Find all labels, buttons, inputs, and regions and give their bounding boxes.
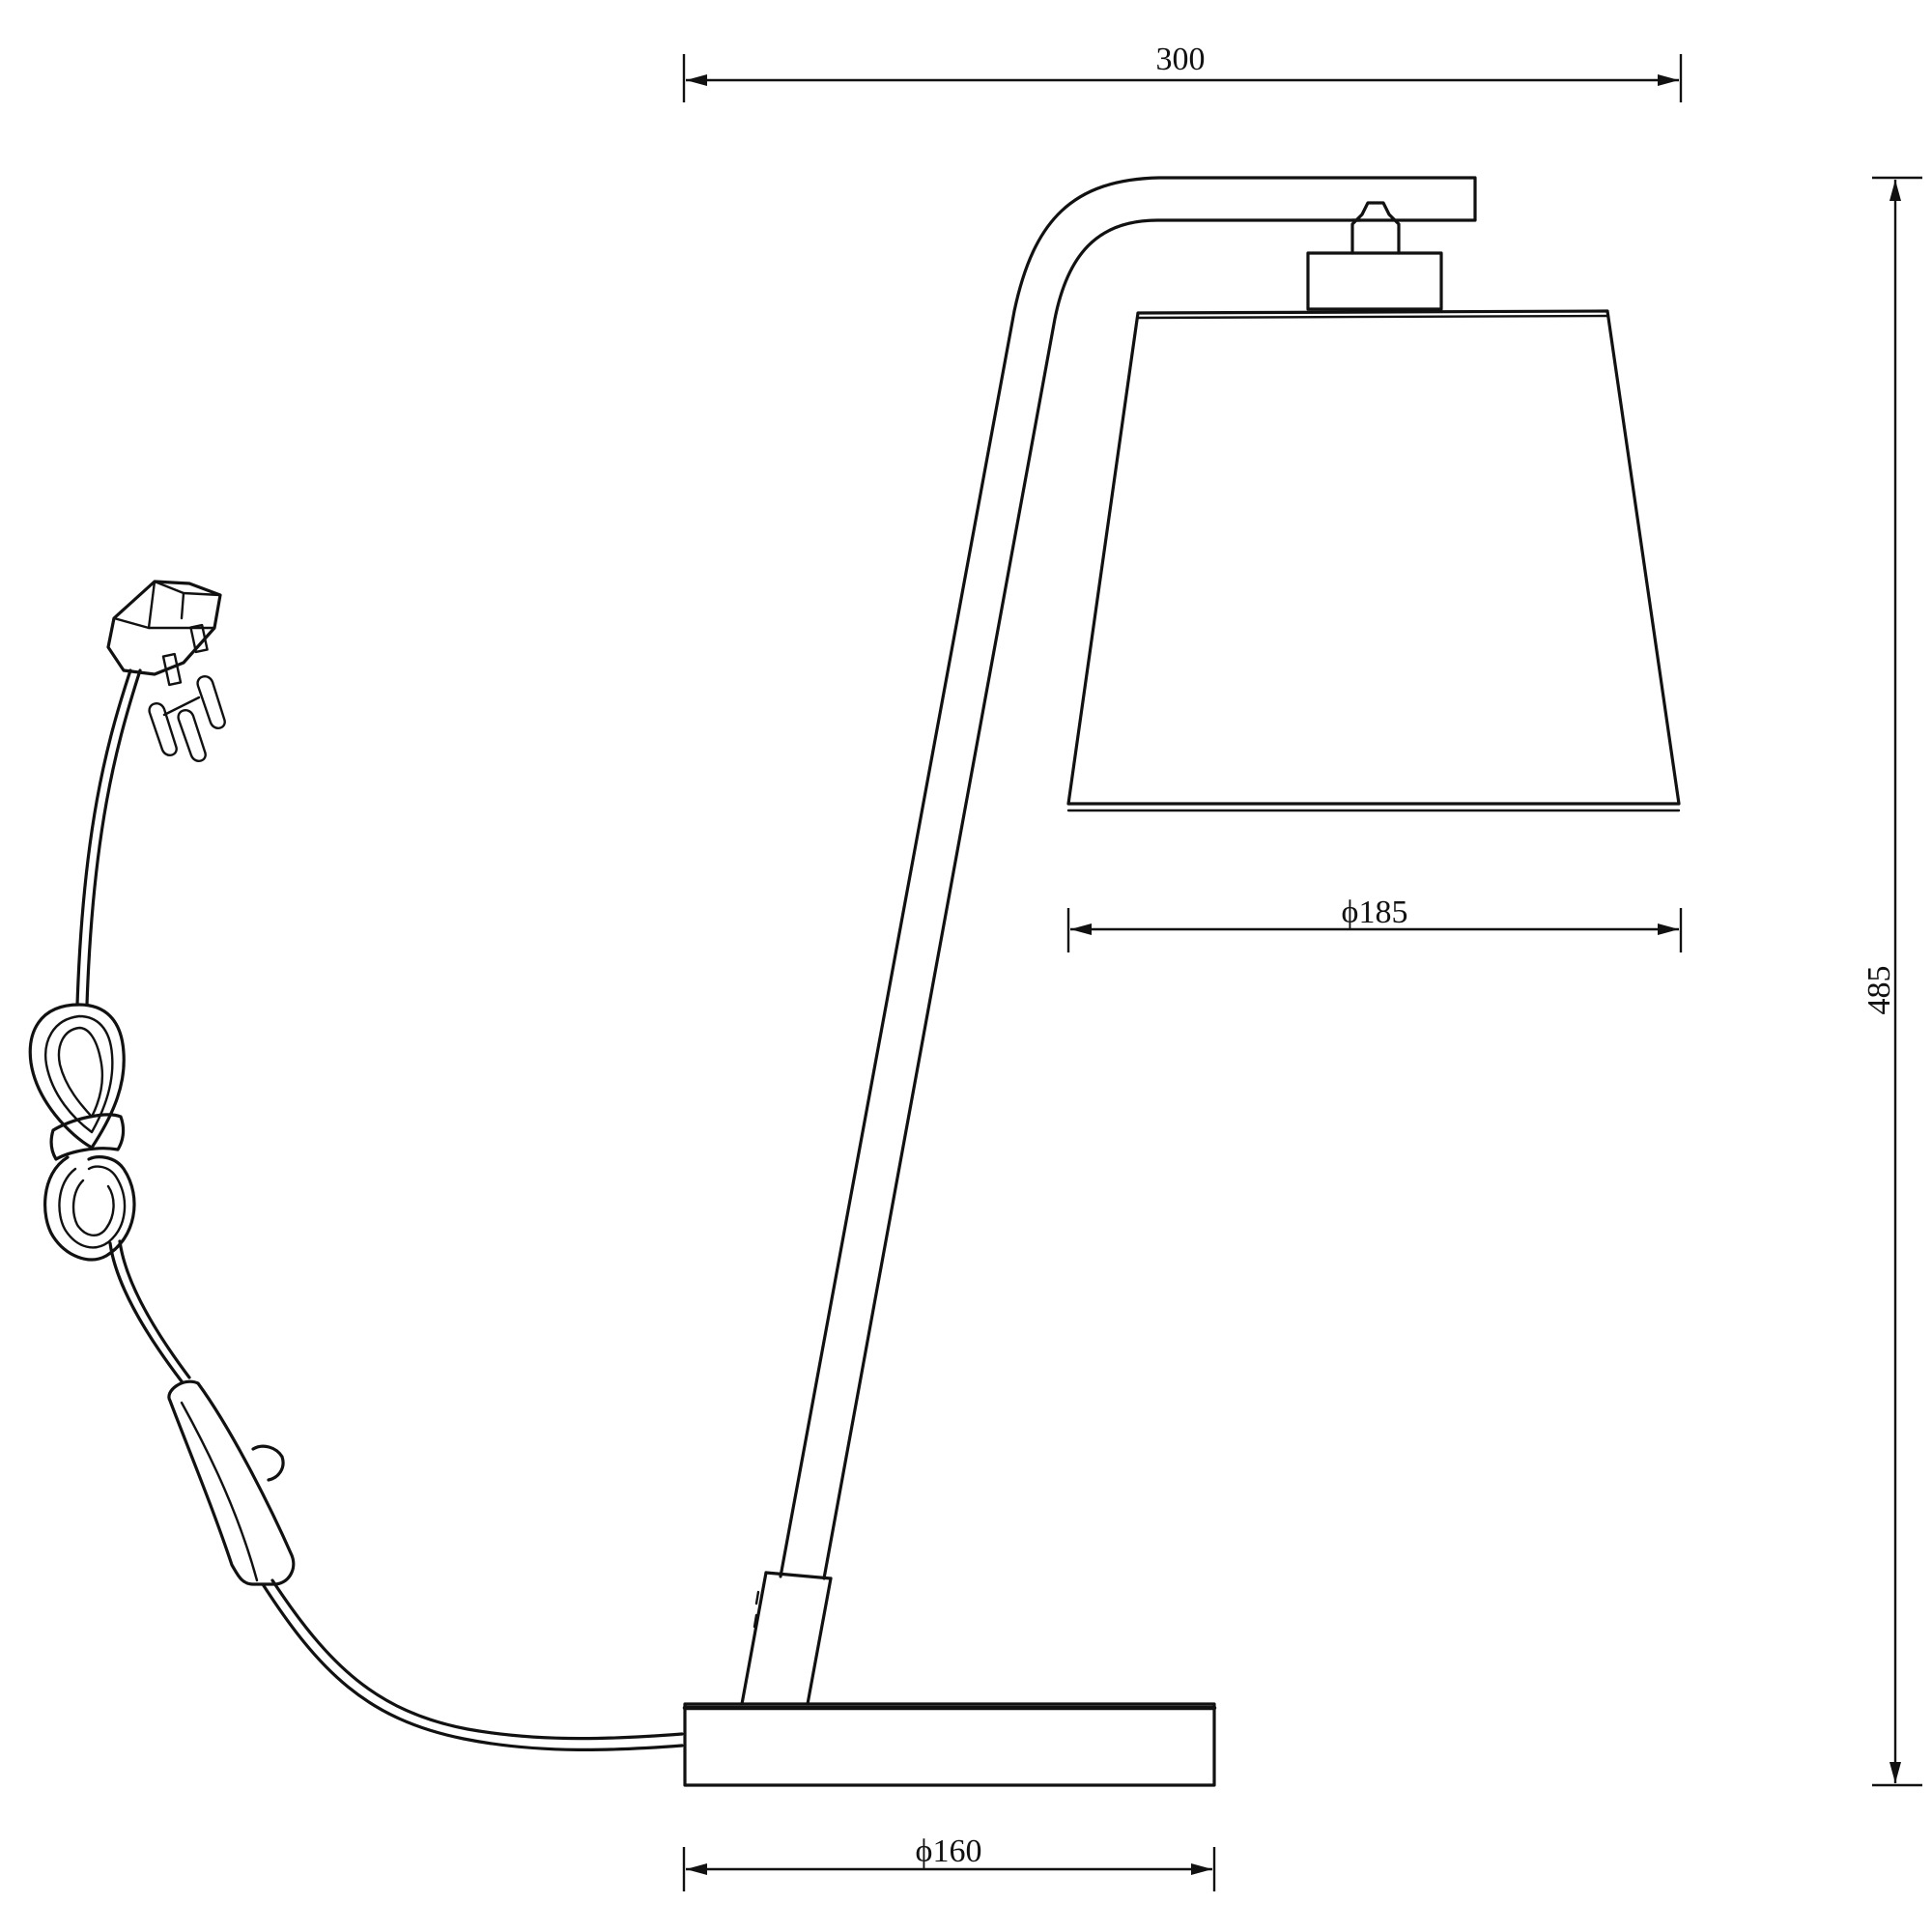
stand-collar	[740, 1571, 833, 1706]
lamp-base	[682, 1702, 1217, 1787]
socket-holder	[1306, 201, 1443, 311]
overall-height-label: 485	[1861, 966, 1897, 1015]
dimension-base-diameter: ϕ160	[682, 1833, 1216, 1891]
base-diameter-label: ϕ160	[916, 1833, 982, 1869]
dimension-overall-height: 485	[1861, 176, 1922, 1787]
plug-icon	[106, 580, 226, 762]
lamp-shade	[1066, 309, 1681, 812]
shade-diameter-label: ϕ185	[1342, 895, 1408, 930]
overall-width-label: 300	[1156, 42, 1206, 77]
lamp-arm	[779, 176, 1477, 1580]
cord-switch	[167, 1379, 296, 1586]
dimension-shade-diameter: ϕ185	[1066, 895, 1683, 952]
dimension-overall-width: 300	[682, 42, 1683, 102]
power-cord	[28, 668, 684, 1751]
